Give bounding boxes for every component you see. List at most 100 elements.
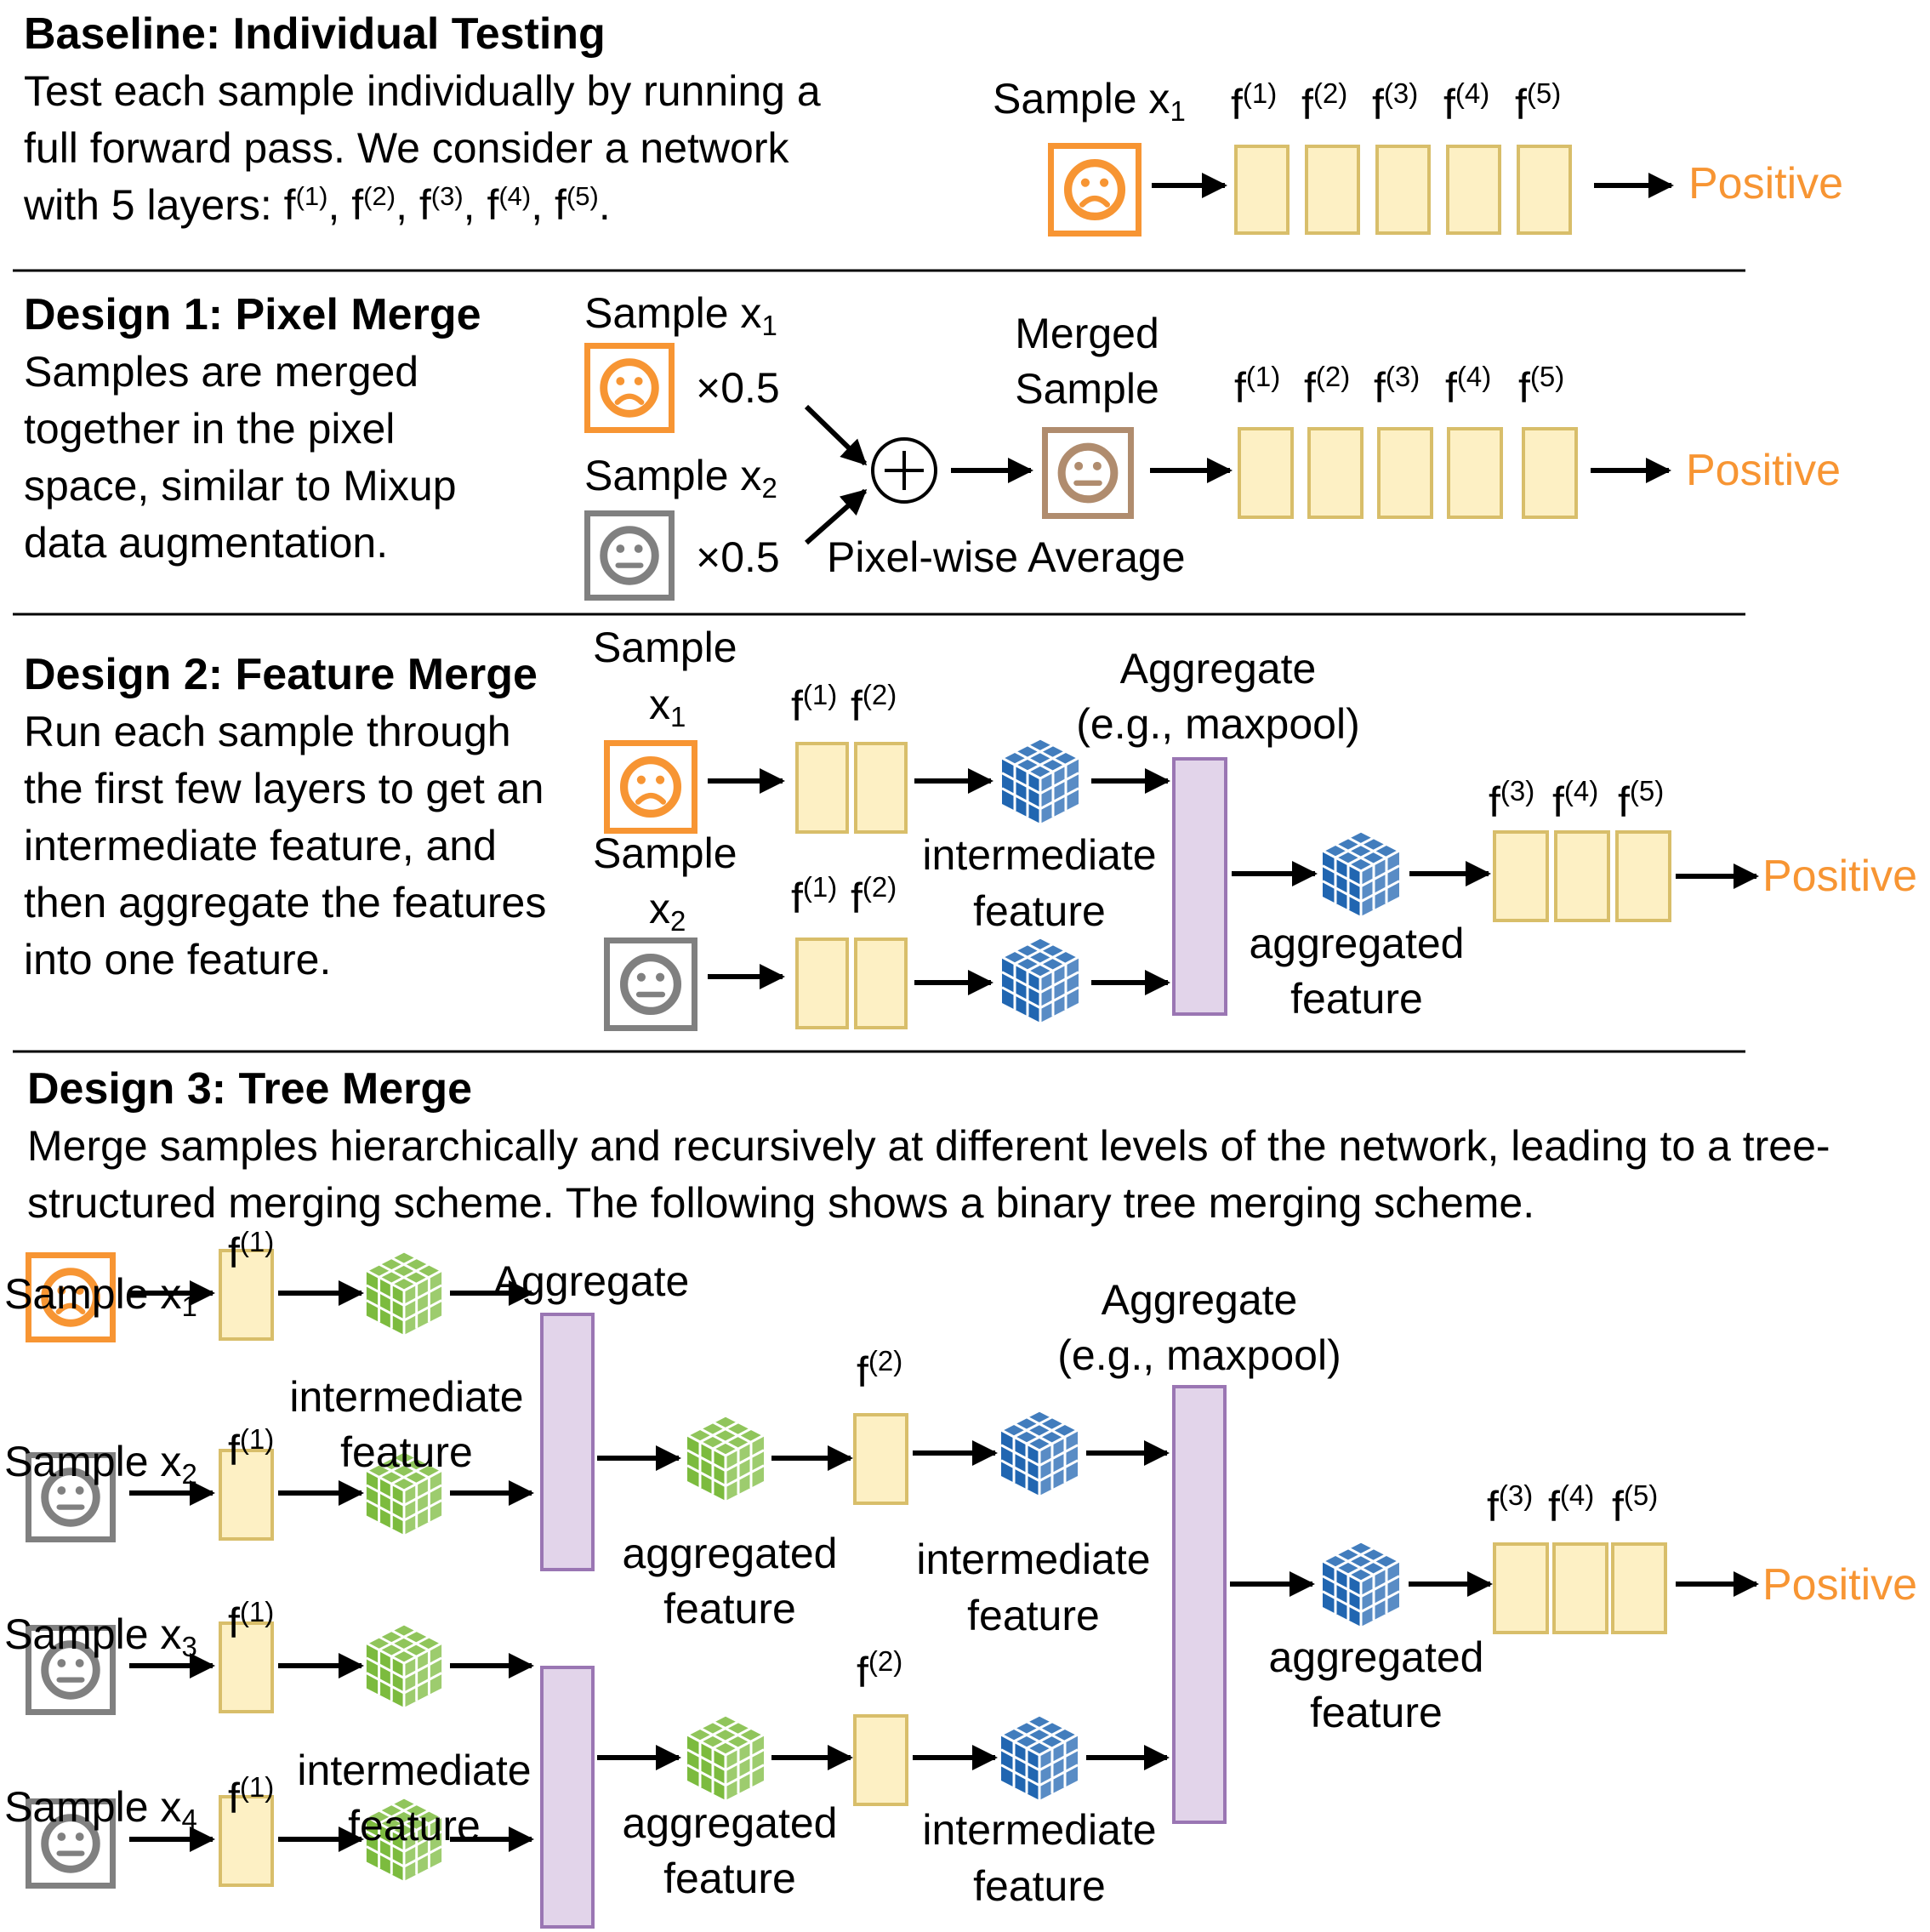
positive-output-label: Positive bbox=[1686, 446, 1841, 495]
aggregated-feature-label: feature bbox=[663, 1855, 796, 1902]
blue-feature-cube-icon bbox=[1321, 1540, 1401, 1628]
flow-arrow bbox=[805, 488, 868, 545]
maxpool-label: (e.g., maxpool) bbox=[1057, 1331, 1341, 1379]
baseline-desc-line3: with 5 layers: f(1), f(2), f(3), f(4), f… bbox=[24, 180, 611, 229]
layer-box bbox=[1446, 145, 1501, 235]
blue-feature-cube-icon bbox=[1321, 829, 1401, 918]
blue-feature-cube-icon bbox=[999, 1409, 1079, 1497]
aggregated-feature-label: feature bbox=[663, 1585, 796, 1633]
layer-box bbox=[1377, 427, 1433, 519]
layer-box bbox=[1554, 830, 1610, 922]
layer-box bbox=[1305, 145, 1360, 235]
intermediate-feature-label: feature bbox=[348, 1802, 481, 1849]
layer-label: f(1) bbox=[1231, 77, 1277, 128]
aggregate-label: Aggregate bbox=[1102, 1276, 1298, 1324]
layer-label: f(2) bbox=[1304, 361, 1350, 412]
layer-box bbox=[1493, 1542, 1549, 1634]
merged-label-1: Merged bbox=[1015, 310, 1159, 357]
layer-box bbox=[795, 938, 849, 1029]
layer-box bbox=[854, 742, 908, 834]
layer-label: f(1) bbox=[791, 679, 837, 730]
intermediate-feature-label: intermediate bbox=[922, 831, 1156, 879]
layer-label: f(4) bbox=[1548, 1479, 1594, 1530]
green-feature-cube-icon bbox=[686, 1713, 766, 1802]
design3-title: Design 3: Tree Merge bbox=[27, 1064, 473, 1114]
design1-title: Design 1: Pixel Merge bbox=[24, 290, 481, 339]
aggregation-bar bbox=[1172, 757, 1227, 1016]
intermediate-feature-label: feature bbox=[973, 1862, 1106, 1910]
aggregation-bar bbox=[540, 1313, 595, 1571]
layer-box bbox=[219, 1249, 274, 1341]
pixel-average-label: Pixel-wise Average bbox=[827, 533, 1186, 581]
layer-label: f(2) bbox=[851, 679, 897, 730]
layer-box bbox=[853, 1714, 908, 1806]
layer-label: f(4) bbox=[1552, 775, 1598, 826]
layer-label: f(1) bbox=[1234, 361, 1280, 412]
design2-description: Run each sample through the first few la… bbox=[24, 708, 547, 983]
sample-index-label: x2 bbox=[649, 885, 686, 937]
baseline-desc-line2: full forward pass. We consider a network bbox=[24, 124, 789, 172]
green-feature-cube-icon bbox=[365, 1250, 443, 1336]
baseline-title: Baseline: Individual Testing bbox=[24, 9, 606, 59]
sample-label: Sample x2 bbox=[584, 452, 777, 504]
layer-box bbox=[1522, 427, 1578, 519]
layer-label: f(2) bbox=[1301, 77, 1347, 128]
aggregated-feature-label: aggregated bbox=[622, 1799, 837, 1847]
layer-label: f(2) bbox=[857, 1645, 902, 1696]
design3-description: Merge samples hierarchically and recursi… bbox=[27, 1122, 1830, 1227]
blue-feature-cube-icon bbox=[1000, 737, 1080, 825]
design2-title: Design 2: Feature Merge bbox=[24, 650, 538, 699]
layer-label: f(1) bbox=[228, 1596, 274, 1647]
green-feature-cube-icon bbox=[686, 1414, 766, 1502]
layer-box bbox=[1238, 427, 1294, 519]
layer-box bbox=[1493, 830, 1549, 922]
layer-box bbox=[1307, 427, 1364, 519]
positive-output-label: Positive bbox=[1688, 159, 1843, 208]
green-feature-cube-icon bbox=[365, 1622, 443, 1709]
sample-label: Sample bbox=[593, 624, 737, 671]
layer-label: f(5) bbox=[1515, 77, 1561, 128]
baseline-description: Test each sample individually by running… bbox=[24, 63, 976, 234]
layer-box bbox=[1447, 427, 1503, 519]
layer-label: f(4) bbox=[1445, 361, 1491, 412]
weight-label: ×0.5 bbox=[696, 533, 780, 581]
flow-arrow bbox=[804, 404, 868, 466]
layer-box bbox=[219, 1449, 274, 1541]
layer-box bbox=[795, 742, 849, 834]
layer-label: f(2) bbox=[851, 871, 897, 922]
aggregated-feature-label: aggregated bbox=[1249, 920, 1464, 967]
merged-label-2: Sample bbox=[1015, 365, 1159, 413]
layer-box bbox=[1234, 145, 1290, 235]
intermediate-feature-label: intermediate bbox=[289, 1373, 523, 1421]
positive-output-label: Positive bbox=[1762, 1560, 1917, 1610]
aggregate-label: Aggregate bbox=[1120, 645, 1317, 692]
layer-label: f(3) bbox=[1489, 775, 1534, 826]
neutral-sample-frame bbox=[604, 938, 697, 1031]
layer-label: f(5) bbox=[1612, 1479, 1658, 1530]
intermediate-feature-label: feature bbox=[340, 1428, 473, 1476]
layer-box bbox=[853, 1413, 908, 1505]
intermediate-feature-label: intermediate bbox=[297, 1747, 531, 1794]
layer-label: f(1) bbox=[791, 871, 837, 922]
layer-label: f(4) bbox=[1443, 77, 1489, 128]
aggregation-bar bbox=[1172, 1385, 1227, 1824]
intermediate-feature-label: intermediate bbox=[922, 1806, 1156, 1854]
sample-label: Sample x1 bbox=[4, 1270, 197, 1322]
layer-box bbox=[1517, 145, 1572, 235]
layer-box bbox=[854, 938, 908, 1029]
maxpool-label: (e.g., maxpool) bbox=[1076, 700, 1359, 748]
blue-feature-cube-icon bbox=[999, 1713, 1079, 1802]
layer-box bbox=[1375, 145, 1431, 235]
sad-sample-frame bbox=[1048, 143, 1141, 237]
blue-feature-cube-icon bbox=[1000, 936, 1080, 1024]
layer-box bbox=[1615, 830, 1671, 922]
positive-output-label: Positive bbox=[1762, 852, 1917, 901]
design1-description: Samples are merged together in the pixel… bbox=[24, 348, 457, 567]
aggregated-feature-label: feature bbox=[1310, 1689, 1443, 1736]
layer-label: f(5) bbox=[1518, 361, 1564, 412]
layer-box bbox=[219, 1795, 274, 1887]
aggregated-feature-label: aggregated bbox=[622, 1530, 837, 1577]
layer-label: f(2) bbox=[857, 1345, 902, 1396]
